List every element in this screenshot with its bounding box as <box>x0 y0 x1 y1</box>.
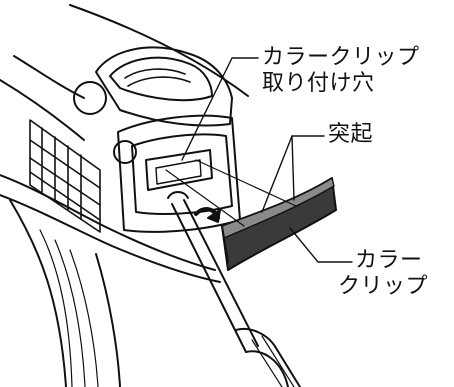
knob <box>73 81 137 164</box>
color-clip <box>221 177 337 271</box>
alignment-lines <box>165 159 297 227</box>
screwdriver <box>167 191 301 387</box>
clip-housing <box>117 114 241 233</box>
leader-lines <box>181 57 353 263</box>
vent-grille <box>29 119 101 233</box>
protrusion-label: 突起 <box>328 122 374 147</box>
top-housing <box>95 46 233 127</box>
tool-body <box>0 4 249 387</box>
color-clip-label-line1: カラー <box>355 248 423 273</box>
color-clip-label-line2: クリップ <box>338 274 429 299</box>
rotation-arrow-icon <box>194 207 221 223</box>
clip-mounting-hole <box>145 149 213 191</box>
clip-mounting-hole-label-line1: カラークリップ <box>262 45 420 70</box>
clip-mounting-hole-label-line2: 取り付け穴 <box>262 71 375 96</box>
